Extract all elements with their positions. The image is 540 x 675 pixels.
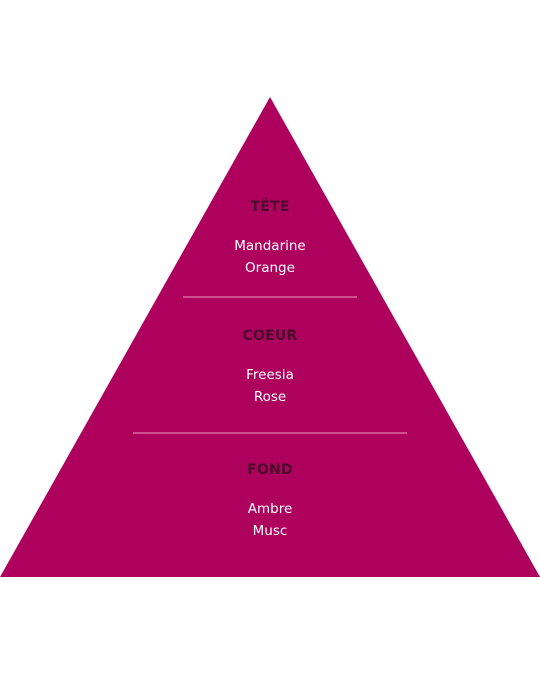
note-item: Ambre <box>247 501 293 517</box>
note-item: Orange <box>245 260 295 276</box>
tier-notes-list: Ambre Musc <box>0 498 540 542</box>
tier-notes-list: Mandarine Orange <box>0 235 540 279</box>
tier-title-heart: COEUR <box>242 328 298 344</box>
note-item: Rose <box>253 389 287 405</box>
tier-notes-list: Freesia Rose <box>0 364 540 408</box>
pyramid-shape <box>0 97 540 577</box>
tier-heart-notes: COEUR Freesia Rose <box>0 327 540 408</box>
tier-top-notes: TÊTE Mandarine Orange <box>0 198 540 279</box>
note-item: Freesia <box>246 367 294 383</box>
tier-title-top: TÊTE <box>250 199 290 215</box>
note-item: Musc <box>252 523 288 539</box>
tier-base-notes: FOND Ambre Musc <box>0 461 540 542</box>
tier-title-base: FOND <box>247 462 293 478</box>
note-item: Mandarine <box>234 238 306 254</box>
